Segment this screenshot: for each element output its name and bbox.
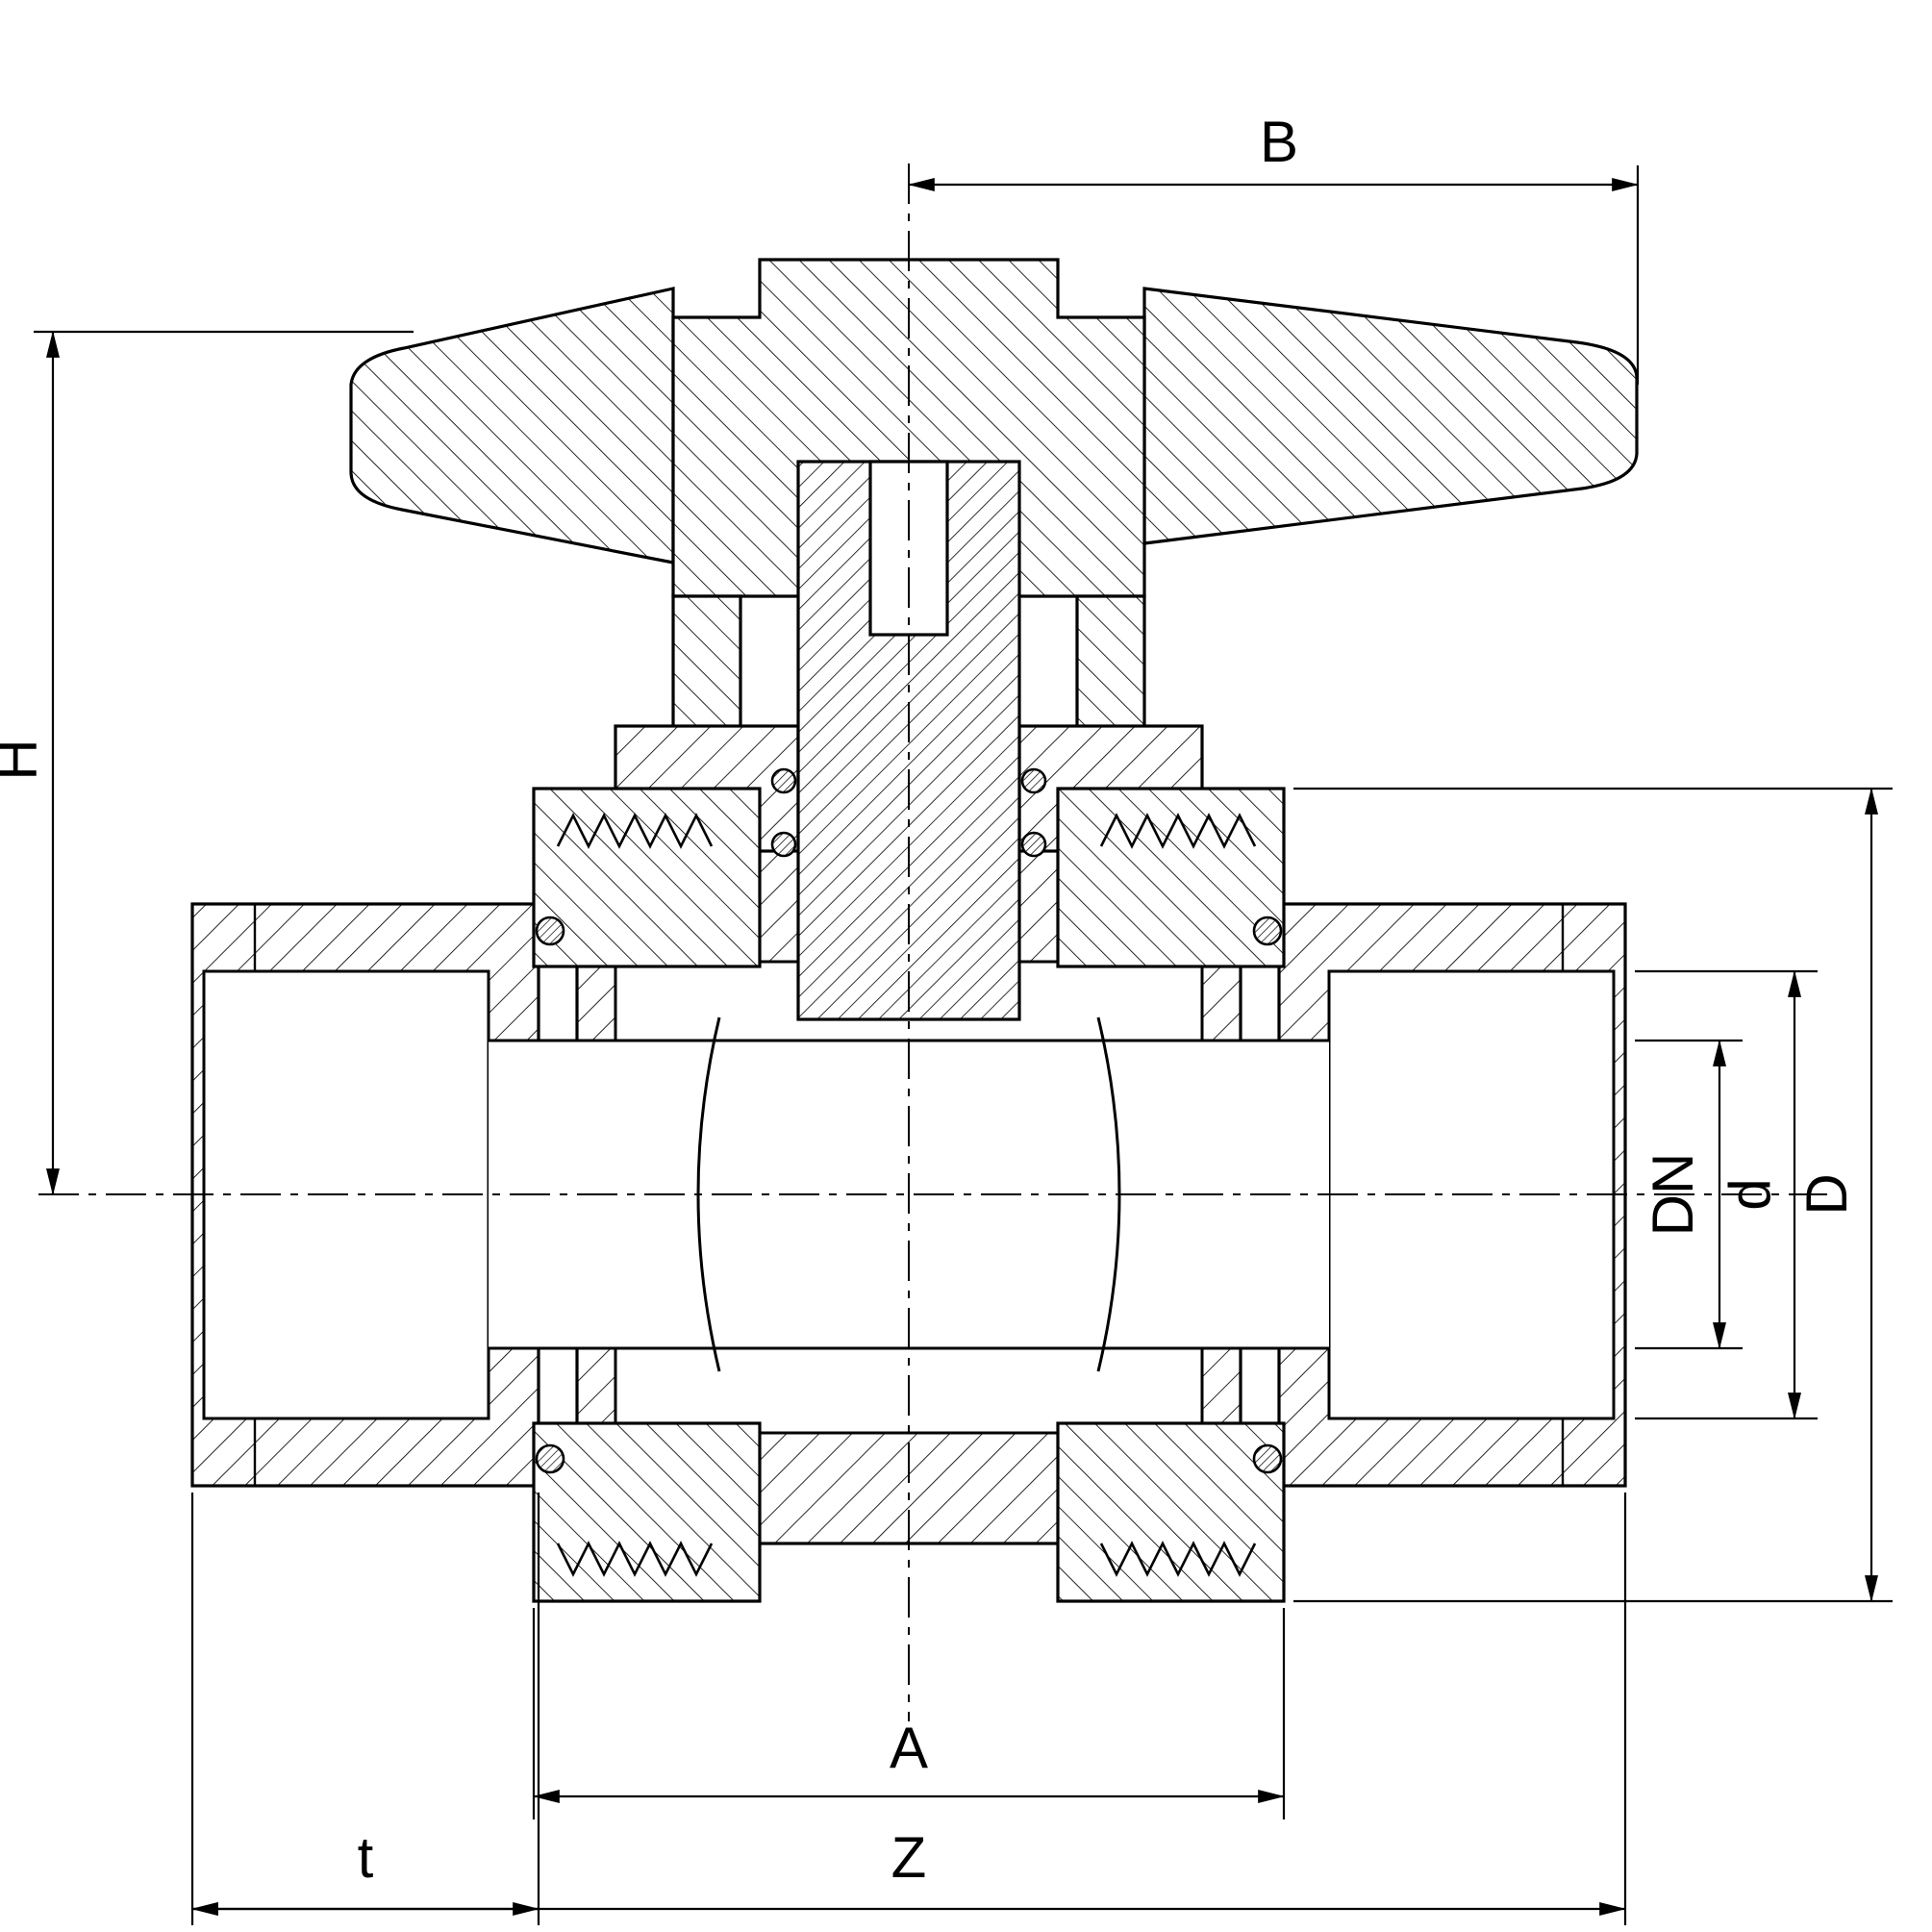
o-ring: [1020, 767, 1047, 794]
o-ring: [1252, 1443, 1283, 1474]
handle-left-wing: [349, 287, 675, 565]
centerlines: [38, 163, 1827, 1721]
dimension-label-t: t: [358, 1825, 374, 1890]
dimension-label-DN: DN: [1641, 1153, 1705, 1237]
union-nut-right-bottom: [1056, 1421, 1286, 1603]
dimension-label-H: H: [0, 739, 49, 780]
dimension-t-and-Z: t Z: [190, 1493, 1627, 1925]
o-ring-seals: [535, 767, 1283, 1474]
union-nut-right-top: [1056, 787, 1286, 968]
dimension-A: A: [532, 1608, 1286, 1819]
dimension-d: d: [1635, 969, 1818, 1420]
dimension-label-D: D: [1794, 1173, 1859, 1215]
o-ring: [1020, 831, 1047, 858]
handle-right-wing: [1142, 287, 1639, 545]
dimension-H: H: [0, 330, 414, 1196]
thread-top-left: [556, 813, 714, 849]
thread-bottom-left: [556, 1541, 714, 1577]
dimension-label-B: B: [1260, 110, 1298, 174]
dimensions: B H DN d D: [0, 110, 1893, 1925]
dimension-DN: DN: [1635, 1039, 1743, 1350]
o-ring: [535, 916, 565, 946]
o-ring: [770, 767, 797, 794]
dimension-label-d: d: [1718, 1178, 1782, 1210]
dimension-label-Z: Z: [891, 1825, 927, 1890]
dimension-D: D: [1293, 787, 1893, 1603]
union-nut-left-top: [532, 787, 762, 968]
dimension-label-A: A: [890, 1716, 928, 1780]
thread-bottom-right: [1099, 1541, 1257, 1577]
o-ring: [1252, 916, 1283, 946]
o-ring: [535, 1443, 565, 1474]
dimension-B: B: [907, 110, 1640, 385]
thread-top-right: [1099, 813, 1257, 849]
union-nuts: [532, 787, 1286, 1603]
union-nut-left-bottom: [532, 1421, 762, 1603]
o-ring: [770, 831, 797, 858]
